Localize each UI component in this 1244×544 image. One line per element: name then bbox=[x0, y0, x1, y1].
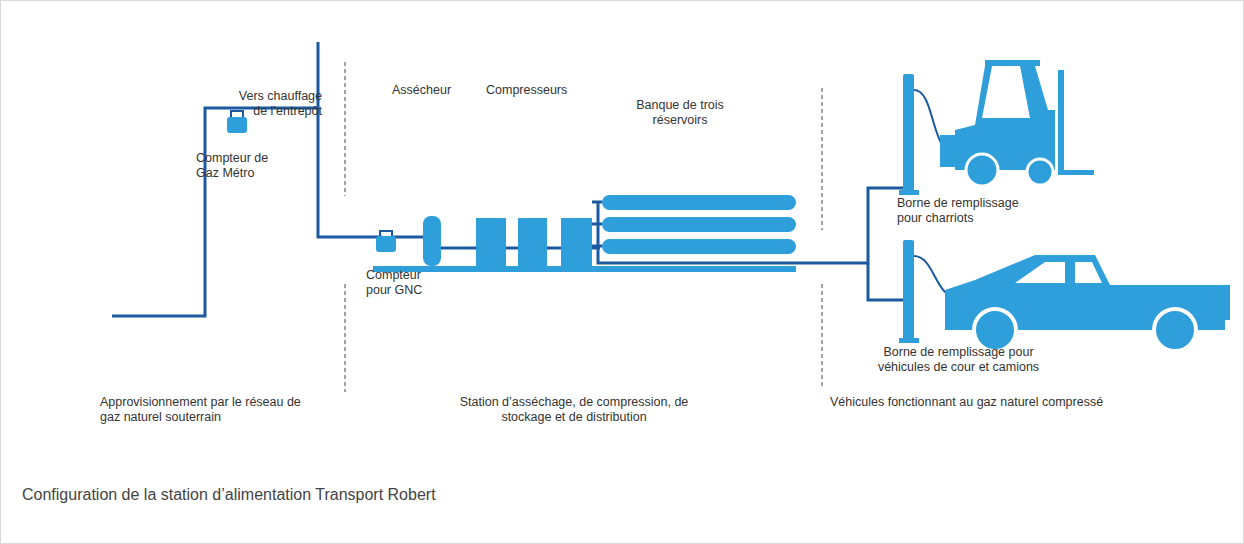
forklift bbox=[940, 60, 1094, 186]
zone-label: Approvisionnement par le réseau de gaz n… bbox=[100, 395, 305, 425]
pickup-truck bbox=[945, 255, 1230, 351]
hoses bbox=[914, 90, 960, 298]
dryer-label: Assécheur bbox=[392, 83, 472, 98]
caption: Configuration de la station d’alimentati… bbox=[22, 486, 436, 504]
heating-label: Vers chauffage de l’entrepôt bbox=[236, 89, 322, 119]
meter-label: Compteur pour GNC bbox=[366, 268, 428, 298]
tank-label: Banque de trois réservoirs bbox=[630, 98, 730, 128]
dispenser-label: Borne de remplissage pour charriots bbox=[897, 196, 1037, 226]
pipes bbox=[112, 42, 904, 316]
compressor-label: Compresseurs bbox=[486, 83, 596, 98]
dispenser-label: Borne de remplissage pour véhicules de c… bbox=[866, 345, 1051, 375]
dividers bbox=[345, 62, 822, 392]
equipment bbox=[227, 74, 919, 343]
zone-label: Station d’asséchage, de compression, de … bbox=[458, 395, 690, 425]
zone-label: Véhicules fonctionnant au gaz naturel co… bbox=[830, 395, 1230, 410]
meter-label: Compteur de Gaz Métro bbox=[196, 151, 280, 181]
